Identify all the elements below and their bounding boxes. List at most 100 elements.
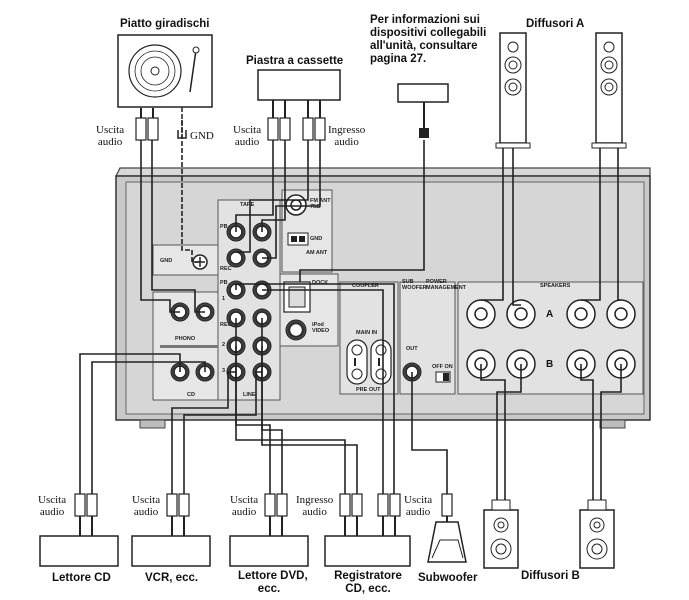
vcr-label: VCR, ecc. <box>145 572 199 584</box>
label-line: Ingresso <box>296 494 334 506</box>
line-label: LINE <box>243 392 256 398</box>
speakers-panel-label: SPEAKERS <box>540 283 571 289</box>
label-line: audio <box>97 136 123 148</box>
am-ant-label: AM ANT <box>306 250 328 256</box>
tape-label: TAPE <box>240 202 255 208</box>
label-line: MANAGEMENT <box>426 285 467 291</box>
line2-label: 2 <box>222 342 226 348</box>
dock-connector <box>283 281 311 313</box>
cd-player-label: Lettore CD <box>52 572 111 584</box>
gnd-small-label: GND <box>310 236 323 242</box>
dvd-label-line: ecc. <box>257 583 281 595</box>
label-line: Uscita <box>230 494 259 506</box>
speaker-a-right <box>591 32 627 149</box>
vcr <box>131 535 211 567</box>
coupler-label: COUPLER <box>352 283 379 289</box>
speaker-a-left <box>495 32 531 149</box>
speakers-b-panel-label: B <box>546 359 554 370</box>
cassette-deck-label: Piastra a cassette <box>246 55 344 67</box>
speaker-b-right <box>579 509 615 569</box>
gnd-fork-terminal <box>177 107 187 139</box>
line1-rec-label: REC <box>220 322 232 328</box>
dock-label: DOCK <box>312 280 329 286</box>
info-note: Per informazioni sui dispositivi collega… <box>370 14 486 66</box>
label-line: audio <box>302 506 327 518</box>
label-line: audio <box>133 506 159 518</box>
cd-recorder-label: Registratore CD, ecc. <box>332 570 404 596</box>
speakers-a-label: Diffusori A <box>526 18 585 30</box>
pre-out-label: PRE OUT <box>356 387 381 393</box>
label-line: POWER <box>426 279 447 285</box>
label-line: Uscita <box>404 494 433 506</box>
phono-label: PHONO <box>175 336 196 342</box>
tape-pb-label: PB <box>220 224 228 230</box>
label-line: audio <box>405 506 431 518</box>
line3-label: 3 <box>222 368 226 374</box>
speaker-b-terminals <box>491 499 607 511</box>
subwoofer-label: Subwoofer <box>418 572 478 584</box>
gnd-cable-label: GND <box>190 130 214 142</box>
off-on-label: OFF ON <box>432 364 453 370</box>
label-line: audio <box>231 506 257 518</box>
fm-antenna-jack <box>285 194 307 216</box>
label-line: Uscita <box>233 124 262 136</box>
cd-player <box>39 535 119 567</box>
dvd-label-line: Lettore DVD, <box>238 570 308 582</box>
label-line: audio <box>39 506 65 518</box>
rca-plug-tips <box>79 100 448 536</box>
speakers-a-panel-label: A <box>546 309 554 320</box>
am-antenna-terminal <box>287 232 309 246</box>
info-note-line: dispositivi collegabili <box>370 27 487 39</box>
subwoofer <box>427 521 467 563</box>
info-note-line: pagina 27. <box>370 53 427 65</box>
label-line: audio <box>334 136 359 148</box>
label-line: audio <box>234 136 260 148</box>
cd-recorder-label-line: CD, ecc. <box>345 583 391 595</box>
cassette-deck <box>257 69 341 101</box>
label-line: Uscita <box>96 124 125 136</box>
main-in-label: MAIN IN <box>356 330 378 336</box>
dvd-player <box>229 535 309 567</box>
rca-plugs <box>74 117 453 517</box>
label-line: Ingresso <box>328 124 366 136</box>
speakers-b-label: Diffusori B <box>521 570 580 582</box>
cd-recorder <box>324 535 411 567</box>
label-line: Uscita <box>132 494 161 506</box>
gnd-panel-label: GND <box>160 258 173 264</box>
power-management-switch <box>435 371 451 383</box>
cd-panel-label: CD <box>187 392 195 398</box>
turntable <box>117 34 213 108</box>
cd-recorder-label-line: Registratore <box>334 570 402 582</box>
dock-device <box>397 83 449 138</box>
label-line: Uscita <box>38 494 67 506</box>
speaker-b-left <box>483 509 519 569</box>
out-label: OUT <box>406 346 418 352</box>
label-line: FM ANT <box>310 198 331 204</box>
cables <box>79 120 622 500</box>
info-note-line: Per informazioni sui <box>370 14 480 26</box>
turntable-label: Piatto giradischi <box>120 18 210 30</box>
dvd-label: Lettore DVD, ecc. <box>238 570 308 596</box>
line1-label: 1 <box>222 296 226 302</box>
label-line: SUB <box>402 279 414 285</box>
label-line: VIDEO <box>312 328 330 334</box>
info-note-line: all'unità, consultare <box>370 40 478 52</box>
label-line: iPod <box>312 322 324 328</box>
label-line: WOOFER <box>402 285 427 291</box>
label-line: 75Ω <box>310 204 321 210</box>
line1-pb-label: PB <box>220 280 228 286</box>
speaker-terminals <box>466 299 636 379</box>
